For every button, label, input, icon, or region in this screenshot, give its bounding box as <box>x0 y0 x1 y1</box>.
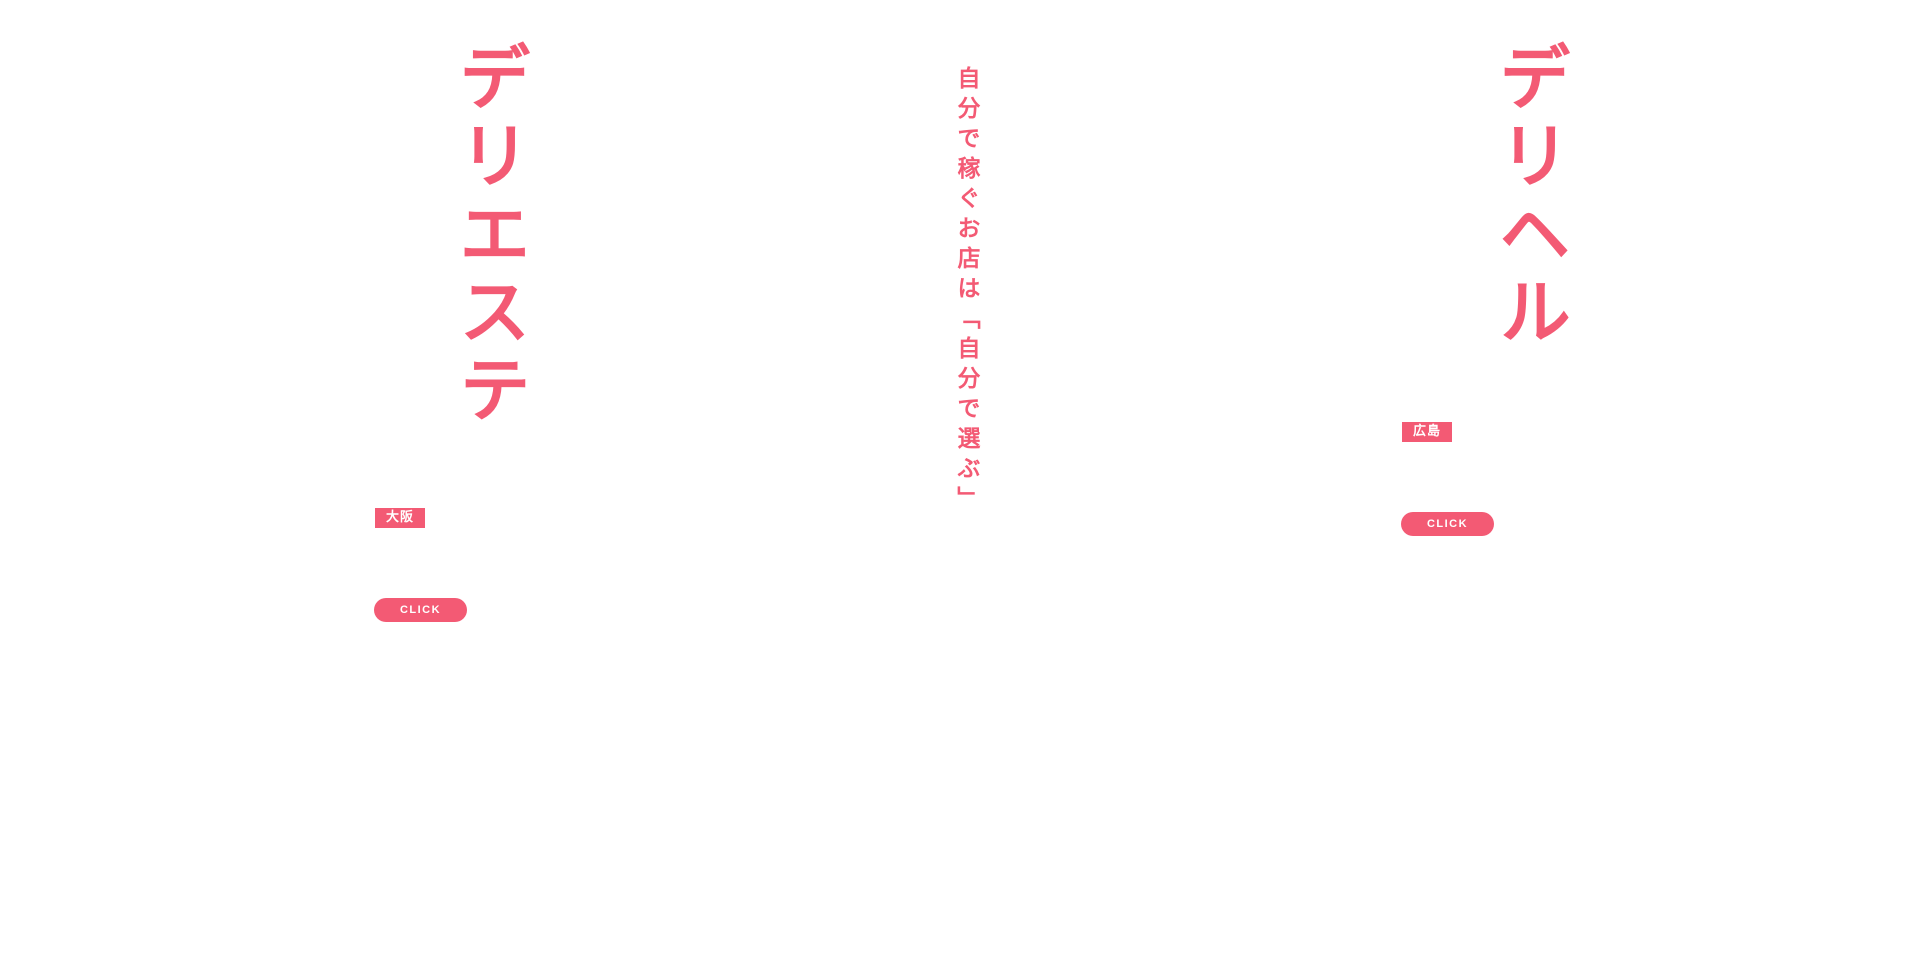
deli-este-title: デリエステ <box>446 40 531 430</box>
hiroshima-region-badge: 広島 <box>1402 422 1452 442</box>
deli-heru-panel: デリヘル 広島 CLICK <box>1400 0 1640 958</box>
deli-este-click-button[interactable]: CLICK <box>374 598 467 622</box>
deli-heru-title: デリヘル <box>1486 40 1571 352</box>
center-tagline: 自分で稼ぐお店は「自分で選ぶ」 <box>953 66 979 516</box>
osaka-region-badge: 大阪 <box>375 508 425 528</box>
deli-heru-click-button[interactable]: CLICK <box>1401 512 1494 536</box>
deli-este-panel: デリエステ 大阪 CLICK <box>360 0 600 958</box>
